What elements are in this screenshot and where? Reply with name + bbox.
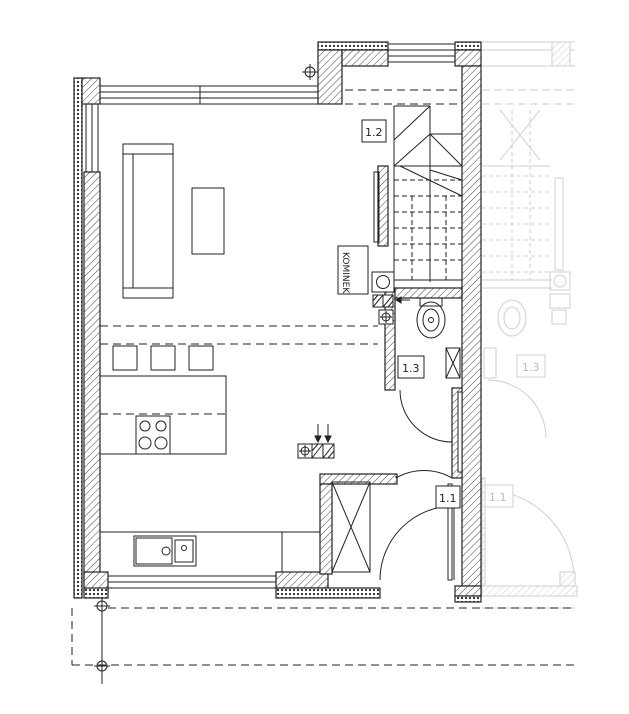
kitchen-island <box>99 375 227 455</box>
dashed-reference-lines <box>71 89 575 666</box>
chimney-flues <box>371 271 410 325</box>
shower-drain <box>445 347 461 379</box>
radiator <box>373 171 380 243</box>
room-label-1-3: 1.3 <box>402 362 420 375</box>
mirror-room-label-1-3: 1.3 <box>522 361 540 374</box>
room-tag-1-3 <box>397 355 425 379</box>
chimney-box <box>337 245 369 295</box>
coffee-table <box>191 187 225 255</box>
room-tag-1-1 <box>435 485 461 509</box>
room-tag-1-2 <box>361 119 387 143</box>
toilet-icon <box>416 297 446 339</box>
walls <box>73 41 482 603</box>
room-label-1-1: 1.1 <box>439 492 457 505</box>
sofa <box>122 143 174 299</box>
doors <box>379 389 463 581</box>
windows <box>85 43 455 589</box>
grid-markers <box>94 64 318 684</box>
closet-box <box>331 481 371 573</box>
neighbour-unit-ghost <box>481 41 578 609</box>
mirror-room-label-1-1: 1.1 <box>489 491 507 504</box>
chimney-label: KOMINEK <box>340 252 350 294</box>
ventilation-ducts <box>297 424 335 459</box>
staircase <box>393 105 463 282</box>
bar-stools <box>112 345 214 371</box>
room-label-1-2: 1.2 <box>365 126 383 139</box>
kitchen-counter-sink <box>100 531 320 572</box>
